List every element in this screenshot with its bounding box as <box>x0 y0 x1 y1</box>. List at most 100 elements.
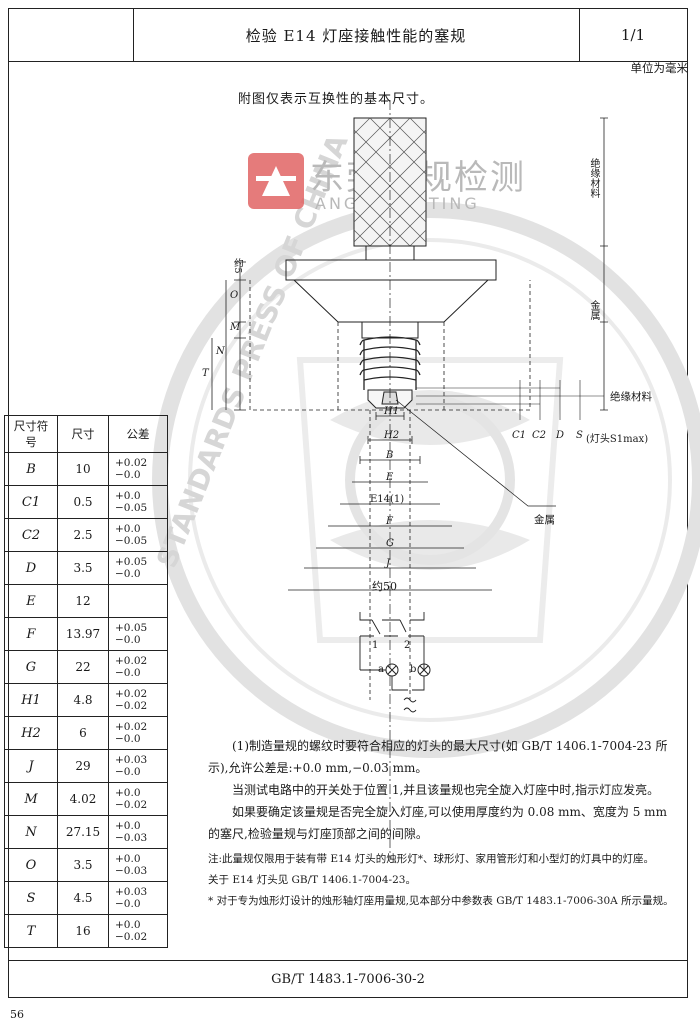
label-dim-h1: H1 <box>384 406 400 417</box>
dim-tolerance: +0.02−0.0 <box>108 650 168 684</box>
label-dim-f: F <box>386 516 393 527</box>
dim-symbol: O <box>4 848 58 882</box>
dim-tolerance: +0.0−0.03 <box>108 815 168 849</box>
tol-minus: −0.05 <box>115 535 148 547</box>
dim-symbol: C1 <box>4 485 58 519</box>
note-3: * 对于专为烛形灯设计的烛形轴灯座用量规,见本部分中参数表 GB/T 1483.… <box>208 895 674 907</box>
dim-symbol: B <box>4 452 58 486</box>
header-symbol: 尺寸符号 <box>4 415 58 453</box>
header-tolerance: 公差 <box>108 415 168 453</box>
label-dim-o: O <box>230 290 239 301</box>
tol-minus: −0.03 <box>115 865 148 877</box>
dim-symbol: C2 <box>4 518 58 552</box>
label-insulating-right: 绝缘材料 <box>610 391 652 403</box>
dim-value: 3.5 <box>57 551 109 585</box>
tol-plus: +0.02 <box>115 688 148 700</box>
label-insulating-top: 绝缘材料 <box>588 158 599 198</box>
dim-tolerance: +0.05−0.0 <box>108 551 168 585</box>
dim-tolerance: +0.02−0.0 <box>108 716 168 750</box>
tol-plus: +0.03 <box>115 886 148 898</box>
tol-plus: +0.03 <box>115 754 148 766</box>
tol-plus: +0.0 <box>115 919 141 931</box>
label-dim-j: J <box>386 558 391 569</box>
label-e14: E14(1) <box>370 494 405 505</box>
dim-value: 2.5 <box>57 518 109 552</box>
sheet-number: 1/1 <box>620 26 646 44</box>
dim-value: 3.5 <box>57 848 109 882</box>
dim-value: 22 <box>57 650 109 684</box>
dim-symbol: E <box>4 584 58 618</box>
page-number: 56 <box>10 1008 24 1021</box>
dim-value: 4.5 <box>57 881 109 915</box>
table-header-row: 尺寸符号 尺寸 公差 <box>4 415 168 453</box>
tol-minus: −0.02 <box>115 700 148 712</box>
tol-plus: +0.05 <box>115 622 148 634</box>
tol-minus: −0.03 <box>115 832 148 844</box>
label-dim-d: D <box>556 430 565 441</box>
dim-symbol: S <box>4 881 58 915</box>
note-paragraph-1: (1)制造量规的螺纹时要符合相应的灯头的最大尺寸(如 GB/T 1406.1-7… <box>208 739 668 775</box>
tol-plus: +0.02 <box>115 655 148 667</box>
label-switch-2: 2 <box>404 640 411 651</box>
notes-section: (1)制造量规的螺纹时要符合相应的灯头的最大尺寸(如 GB/T 1406.1-7… <box>208 735 678 910</box>
dim-value: 16 <box>57 914 109 948</box>
dim-tolerance: +0.0−0.05 <box>108 518 168 552</box>
tol-minus: −0.0 <box>115 733 141 745</box>
unit-note: 单位为毫米 <box>630 61 689 75</box>
dim-value: 27.15 <box>57 815 109 849</box>
tol-minus: −0.0 <box>115 898 141 910</box>
label-dim-h2: H2 <box>384 430 400 441</box>
label-dim-n: N <box>216 346 225 357</box>
label-dim-e: E <box>386 472 394 483</box>
dim-value: 4.8 <box>57 683 109 717</box>
dim-value: 29 <box>57 749 109 783</box>
label-dim-b: B <box>386 450 394 461</box>
tol-plus: +0.02 <box>115 457 148 469</box>
header-bar: 检验 E14 灯座接触性能的塞规 1/1 <box>9 9 687 62</box>
tol-plus: +0.0 <box>115 787 141 799</box>
header-blank-cell <box>9 9 134 61</box>
dim-symbol: H2 <box>4 716 58 750</box>
standard-number: GB/T 1483.1-7006-30-2 <box>9 960 687 997</box>
tol-plus: +0.0 <box>115 490 141 502</box>
dim-tolerance: +0.05−0.0 <box>108 617 168 651</box>
tol-minus: −0.0 <box>115 568 141 580</box>
tol-minus: −0.0 <box>115 634 141 646</box>
dim-symbol: H1 <box>4 683 58 717</box>
dim-symbol: D <box>4 551 58 585</box>
note-paragraph-2: 当测试电路中的开关处于位置 1,并且该量规也完全旋入灯座中时,指示灯应发亮。 <box>232 783 660 797</box>
dim-tolerance <box>108 584 168 618</box>
label-metal-lower: 金属 <box>534 514 555 526</box>
dim-tolerance: +0.0−0.02 <box>108 782 168 816</box>
dim-tolerance: +0.03−0.0 <box>108 749 168 783</box>
label-dim-m: M <box>230 322 241 333</box>
document-title: 检验 E14 灯座接触性能的塞规 <box>133 9 580 61</box>
dim-symbol: M <box>4 782 58 816</box>
dim-symbol: N <box>4 815 58 849</box>
tol-plus: +0.0 <box>115 523 141 535</box>
tol-minus: −0.0 <box>115 469 141 481</box>
dim-value: 12 <box>57 584 109 618</box>
tol-minus: −0.05 <box>115 502 148 514</box>
tol-minus: −0.0 <box>115 667 141 679</box>
tol-plus: +0.0 <box>115 853 141 865</box>
dim-value: 13.97 <box>57 617 109 651</box>
label-approx-5: 约5 <box>232 258 243 274</box>
tol-minus: −0.02 <box>115 931 148 943</box>
label-lamp-b: b <box>410 664 417 675</box>
label-dim-t: T <box>202 368 209 379</box>
tol-minus: −0.0 <box>115 766 141 778</box>
note-paragraph-3: 如果要确定该量规是否完全旋入灯座,可以使用厚度约为 0.08 mm、宽度为 5 … <box>208 805 667 841</box>
dim-tolerance: +0.03−0.0 <box>108 881 168 915</box>
